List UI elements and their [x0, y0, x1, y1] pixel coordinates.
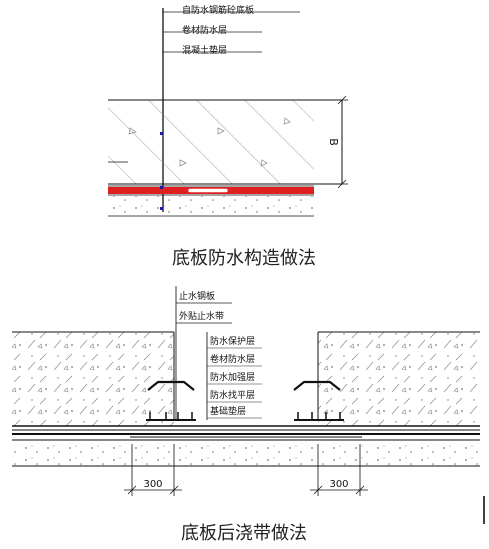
caption-2: 底板后浇带做法: [181, 523, 307, 544]
right-slab: [318, 332, 480, 426]
callout-membrane-2: 卷材防水层: [210, 353, 255, 365]
dimension-left: 300: [124, 444, 182, 496]
base-layers: [12, 425, 480, 441]
callout-slab: 自防水钢筋砼底板: [182, 4, 254, 16]
caption-1: 底板防水构造做法: [172, 248, 316, 269]
callout-steel-plate: 止水钢板: [179, 290, 215, 302]
bottom-cushion: [12, 442, 480, 466]
waterstop-right: [294, 412, 344, 421]
dimension-b: B: [327, 95, 348, 189]
diagram-floor-slab-waterproofing: 自防水钢筋砼底板 卷材防水层 混凝土垫层: [108, 4, 348, 269]
slab-body: [108, 100, 314, 184]
dimension-b-label: B: [327, 138, 340, 146]
callout-protective: 防水保护层: [210, 335, 255, 347]
diagram-post-pour-strip: 止水钢板 外贴止水带 防水保护层 卷材防水层 防水加强层 防水找平层 基础垫层: [12, 286, 485, 544]
steel-plate-right: [293, 380, 341, 391]
steel-plate-left: [147, 380, 195, 391]
dimension-left-label: 300: [143, 479, 162, 490]
dimension-right-label: 300: [329, 479, 348, 490]
callout-membrane: 卷材防水层: [182, 24, 227, 36]
waterstop-left: [146, 412, 196, 421]
callout-leveling: 防水找平层: [210, 389, 255, 401]
left-slab: [12, 332, 174, 426]
cushion-layer: [108, 196, 314, 216]
callout-reinforcement: 防水加强层: [210, 371, 255, 383]
callout-base-cushion: 基础垫层: [210, 405, 246, 417]
dimension-right: 300: [310, 444, 368, 496]
callout-external-waterstop: 外贴止水带: [179, 310, 224, 322]
callout-cushion: 混凝土垫层: [182, 44, 227, 56]
